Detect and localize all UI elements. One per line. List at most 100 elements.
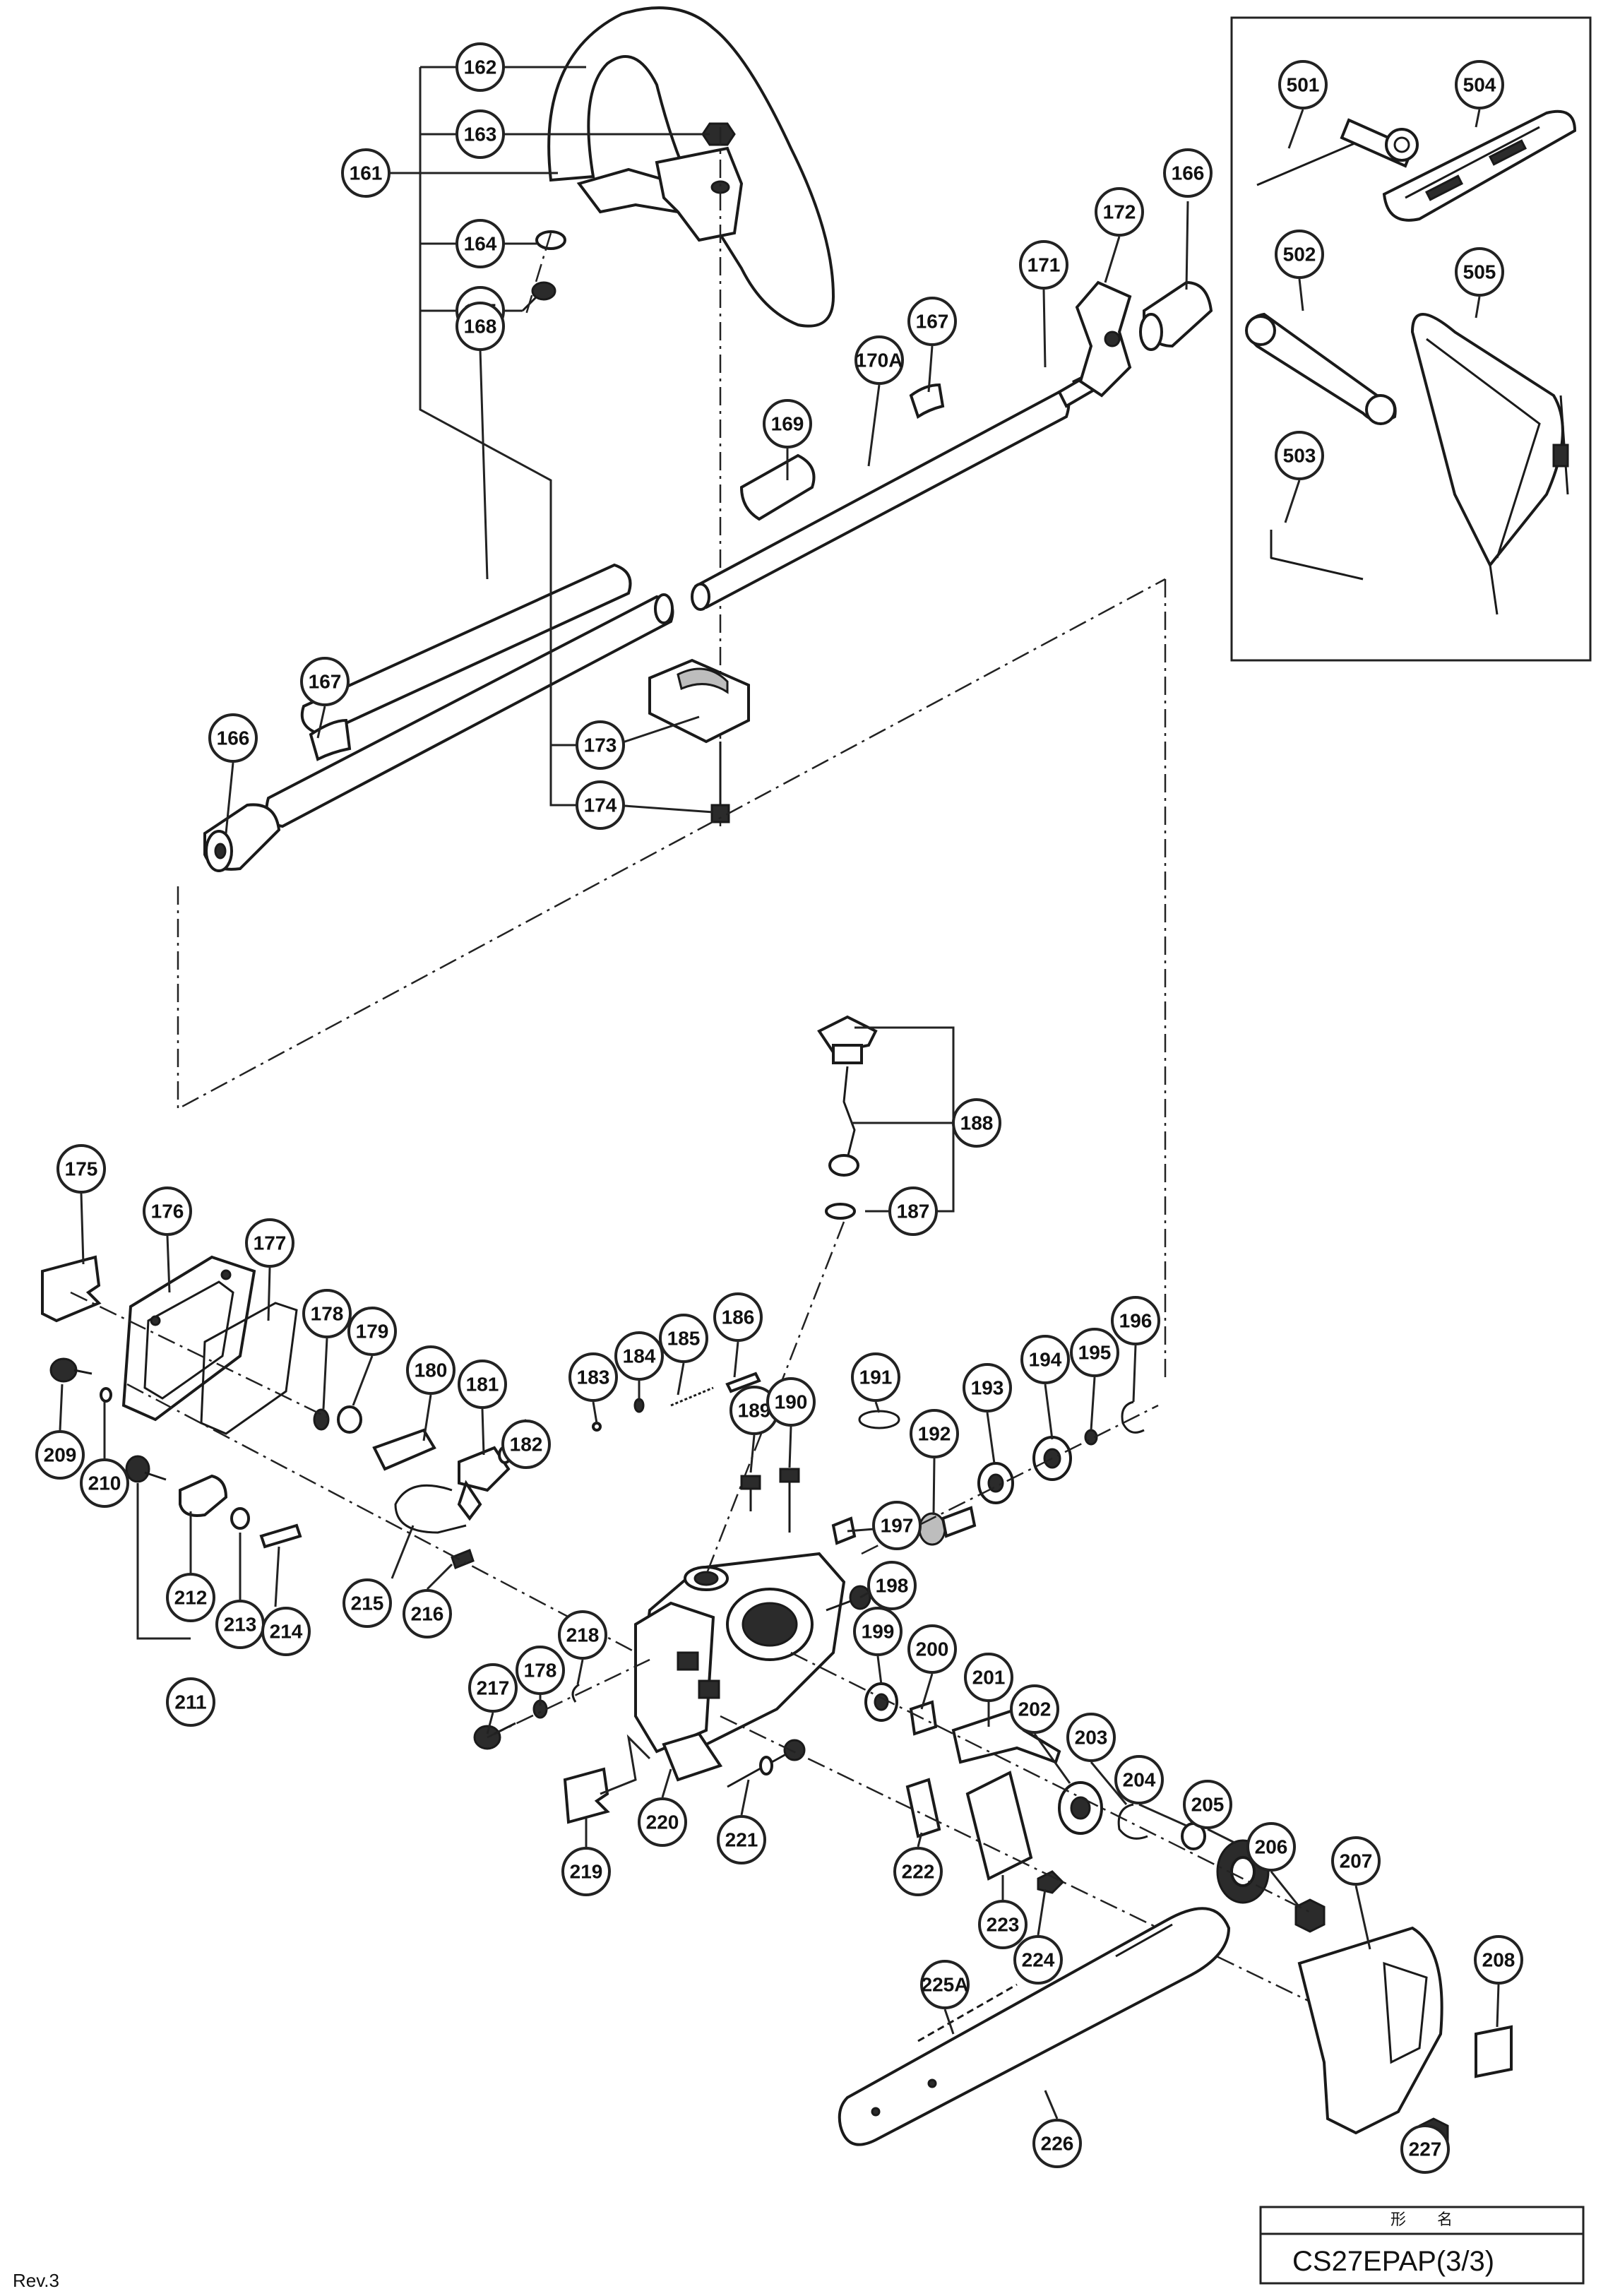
callout-207: 207 <box>1331 1836 1381 1886</box>
callout-501: 501 <box>1278 60 1328 109</box>
callout-183: 183 <box>568 1352 618 1402</box>
part-197-drawing <box>831 1516 857 1545</box>
callout-178-lower: 178 <box>516 1646 565 1695</box>
bar-axis <box>720 1715 1378 2035</box>
svg-text:205: 205 <box>1191 1794 1225 1816</box>
callout-176: 176 <box>143 1186 192 1236</box>
callout-161: 161 <box>341 148 391 198</box>
part-183-drawing <box>592 1422 602 1432</box>
part-193-drawing <box>977 1462 1014 1504</box>
callout-205: 205 <box>1183 1780 1232 1829</box>
callout-180: 180 <box>406 1345 455 1395</box>
part-203-drawing <box>1117 1803 1148 1840</box>
callout-163: 163 <box>455 109 505 159</box>
part-179-drawing <box>337 1405 362 1434</box>
part-173-drawing <box>648 658 750 744</box>
part-210-drawing <box>100 1387 112 1403</box>
callout-202: 202 <box>1010 1684 1059 1734</box>
svg-text:504: 504 <box>1463 74 1496 96</box>
svg-text:505: 505 <box>1463 261 1496 283</box>
part-185-drawing <box>670 1386 714 1407</box>
title-block-header: 形 名 <box>1390 2211 1453 2229</box>
callout-211: 211 <box>166 1677 215 1727</box>
callout-221: 221 <box>717 1815 766 1864</box>
part-501-drawing <box>1256 118 1419 186</box>
callout-201: 201 <box>964 1653 1013 1702</box>
part-186-drawing <box>725 1372 761 1393</box>
callout-185: 185 <box>659 1314 708 1363</box>
callout-168: 168 <box>455 302 505 351</box>
callout-162: 162 <box>455 42 505 92</box>
svg-text:223: 223 <box>987 1914 1020 1936</box>
svg-text:167: 167 <box>309 671 342 693</box>
callout-505: 505 <box>1455 247 1504 297</box>
callout-192: 192 <box>910 1409 959 1458</box>
callout-188: 188 <box>952 1098 1001 1148</box>
callout-222: 222 <box>893 1847 943 1896</box>
callout-191: 191 <box>851 1352 900 1402</box>
svg-text:183: 183 <box>577 1367 610 1388</box>
svg-text:161: 161 <box>350 162 383 184</box>
part-215-drawing <box>394 1484 467 1534</box>
svg-text:186: 186 <box>722 1307 755 1328</box>
svg-text:170A: 170A <box>856 350 903 371</box>
callout-502: 502 <box>1275 230 1324 279</box>
shaft-connector-left <box>177 578 1166 1111</box>
callout-166-lower: 166 <box>208 713 258 763</box>
svg-text:163: 163 <box>464 124 497 145</box>
callout-177: 177 <box>245 1218 294 1268</box>
svg-text:172: 172 <box>1103 201 1136 223</box>
callout-181: 181 <box>458 1360 507 1409</box>
callout-193: 193 <box>963 1363 1012 1412</box>
part-176-drawing <box>121 1255 256 1422</box>
part-164-drawing <box>535 230 566 250</box>
callout-179: 179 <box>347 1307 397 1356</box>
svg-text:180: 180 <box>415 1360 448 1381</box>
part-169-drawing <box>739 453 816 521</box>
part-172-drawing <box>1075 280 1132 398</box>
svg-text:174: 174 <box>584 795 617 816</box>
svg-text:503: 503 <box>1283 445 1316 467</box>
part-218-drawing <box>571 1683 580 1703</box>
svg-text:169: 169 <box>771 413 804 435</box>
callout-198: 198 <box>867 1561 917 1610</box>
part-166-upper-drawing <box>1139 280 1213 351</box>
part-199-drawing <box>864 1682 898 1722</box>
callout-213: 213 <box>215 1600 265 1649</box>
callout-195: 195 <box>1070 1328 1119 1377</box>
svg-text:214: 214 <box>270 1621 303 1643</box>
gear-case-drawing <box>634 1552 846 1782</box>
svg-text:222: 222 <box>902 1861 935 1883</box>
accessory-box <box>1230 16 1592 662</box>
callout-504: 504 <box>1455 60 1504 109</box>
part-175-drawing <box>41 1255 102 1323</box>
callout-217: 217 <box>468 1663 518 1713</box>
callout-204: 204 <box>1114 1755 1164 1804</box>
svg-text:193: 193 <box>971 1377 1004 1399</box>
svg-text:197: 197 <box>881 1515 914 1537</box>
revision-label: Rev.3 <box>13 2270 59 2291</box>
part-225A-drawing <box>917 1983 1018 2042</box>
callout-182: 182 <box>501 1420 551 1469</box>
svg-text:501: 501 <box>1287 74 1320 96</box>
model-number: CS27EPAP(3/3) <box>1292 2246 1494 2277</box>
callout-187: 187 <box>888 1186 938 1236</box>
svg-text:192: 192 <box>918 1423 951 1445</box>
part-503-drawing <box>1270 530 1364 581</box>
svg-text:199: 199 <box>862 1621 895 1643</box>
callout-172: 172 <box>1095 187 1144 237</box>
svg-text:216: 216 <box>411 1603 444 1625</box>
svg-text:217: 217 <box>477 1677 510 1699</box>
part-223-drawing <box>965 1771 1033 1881</box>
callout-218: 218 <box>558 1610 607 1660</box>
part-202-drawing <box>1058 1781 1103 1835</box>
svg-text:204: 204 <box>1123 1769 1156 1791</box>
part-196-drawing <box>1121 1400 1145 1434</box>
callout-214: 214 <box>261 1607 311 1656</box>
pump-axis <box>126 1383 650 1661</box>
part-188-drawing <box>817 1015 878 1177</box>
part-211-drawing <box>125 1455 167 1483</box>
part-222-drawing <box>905 1778 941 1838</box>
callout-503: 503 <box>1275 431 1324 480</box>
